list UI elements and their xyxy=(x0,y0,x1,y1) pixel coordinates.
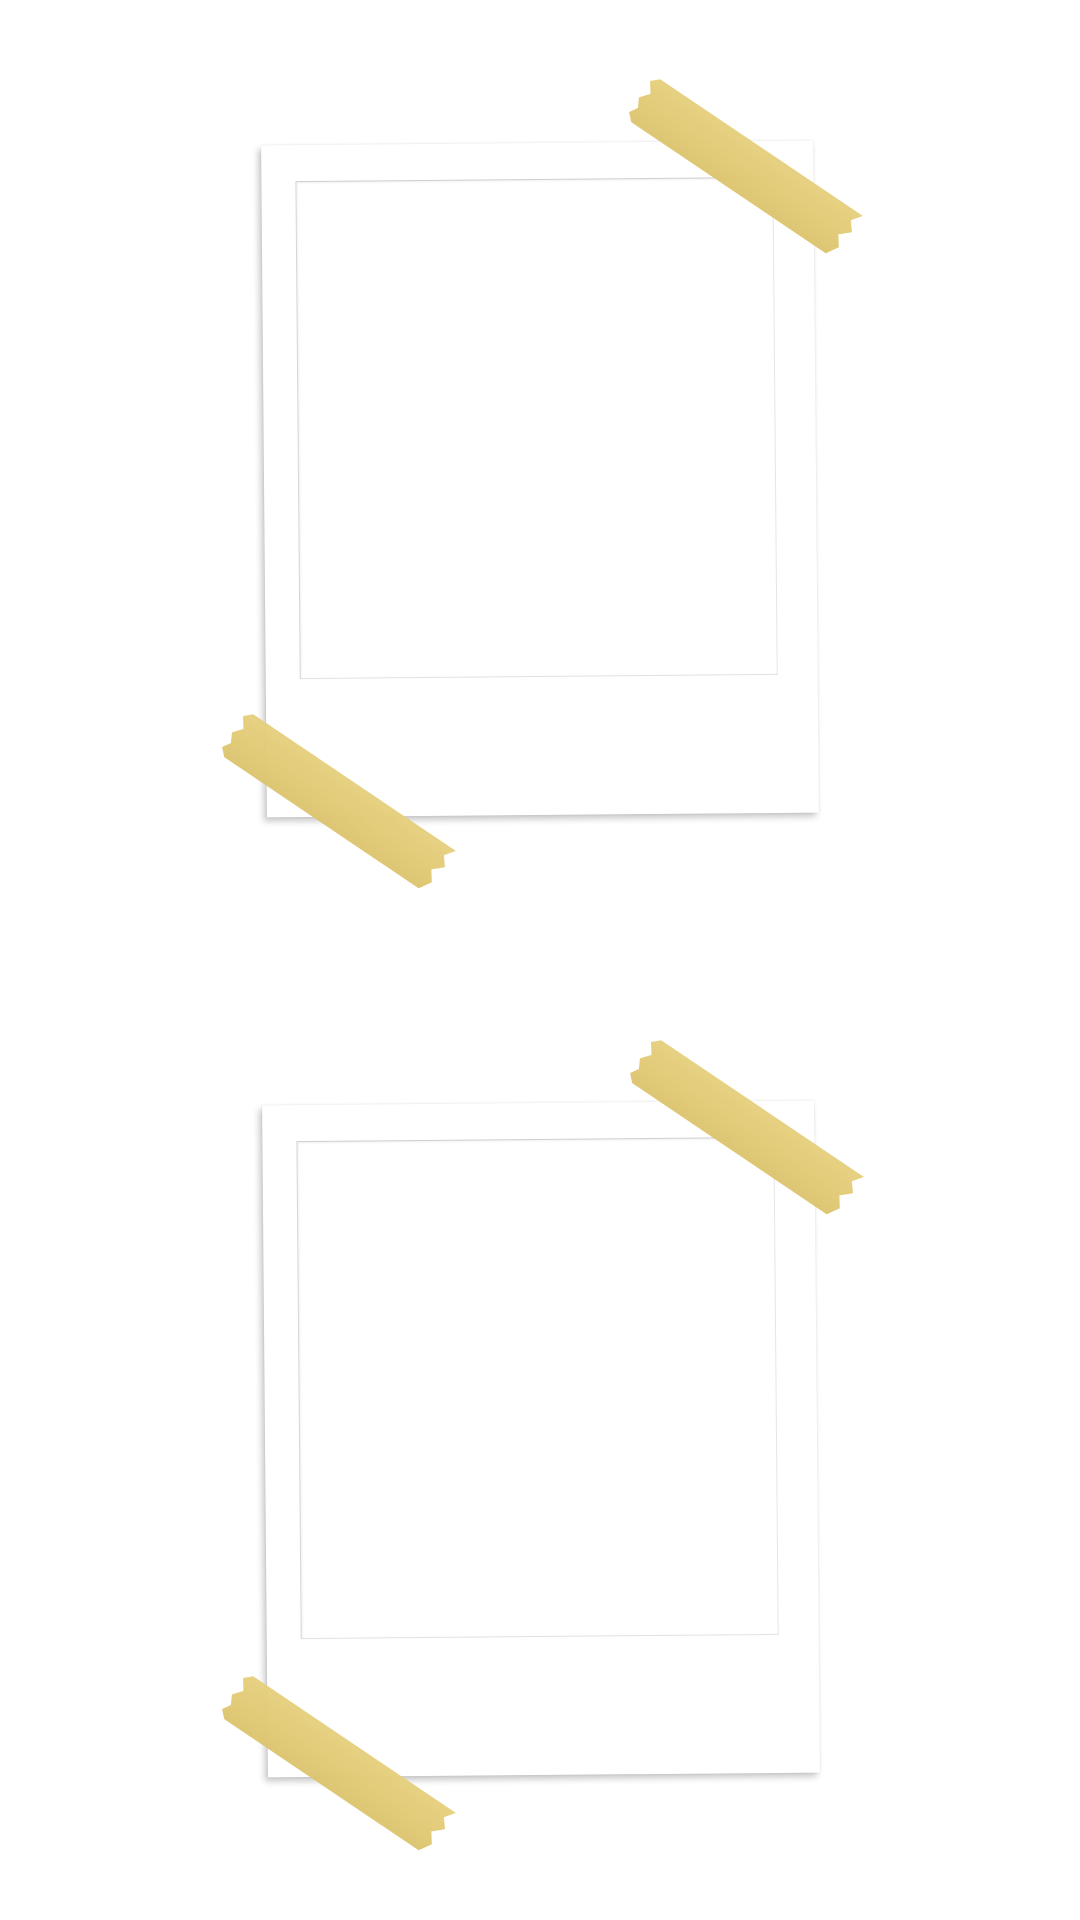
polaroid-frame-top xyxy=(261,140,819,818)
photo-placeholder-top[interactable] xyxy=(295,176,778,680)
photo-placeholder-bottom[interactable] xyxy=(296,1136,779,1640)
polaroid-frame-bottom xyxy=(262,1100,820,1778)
